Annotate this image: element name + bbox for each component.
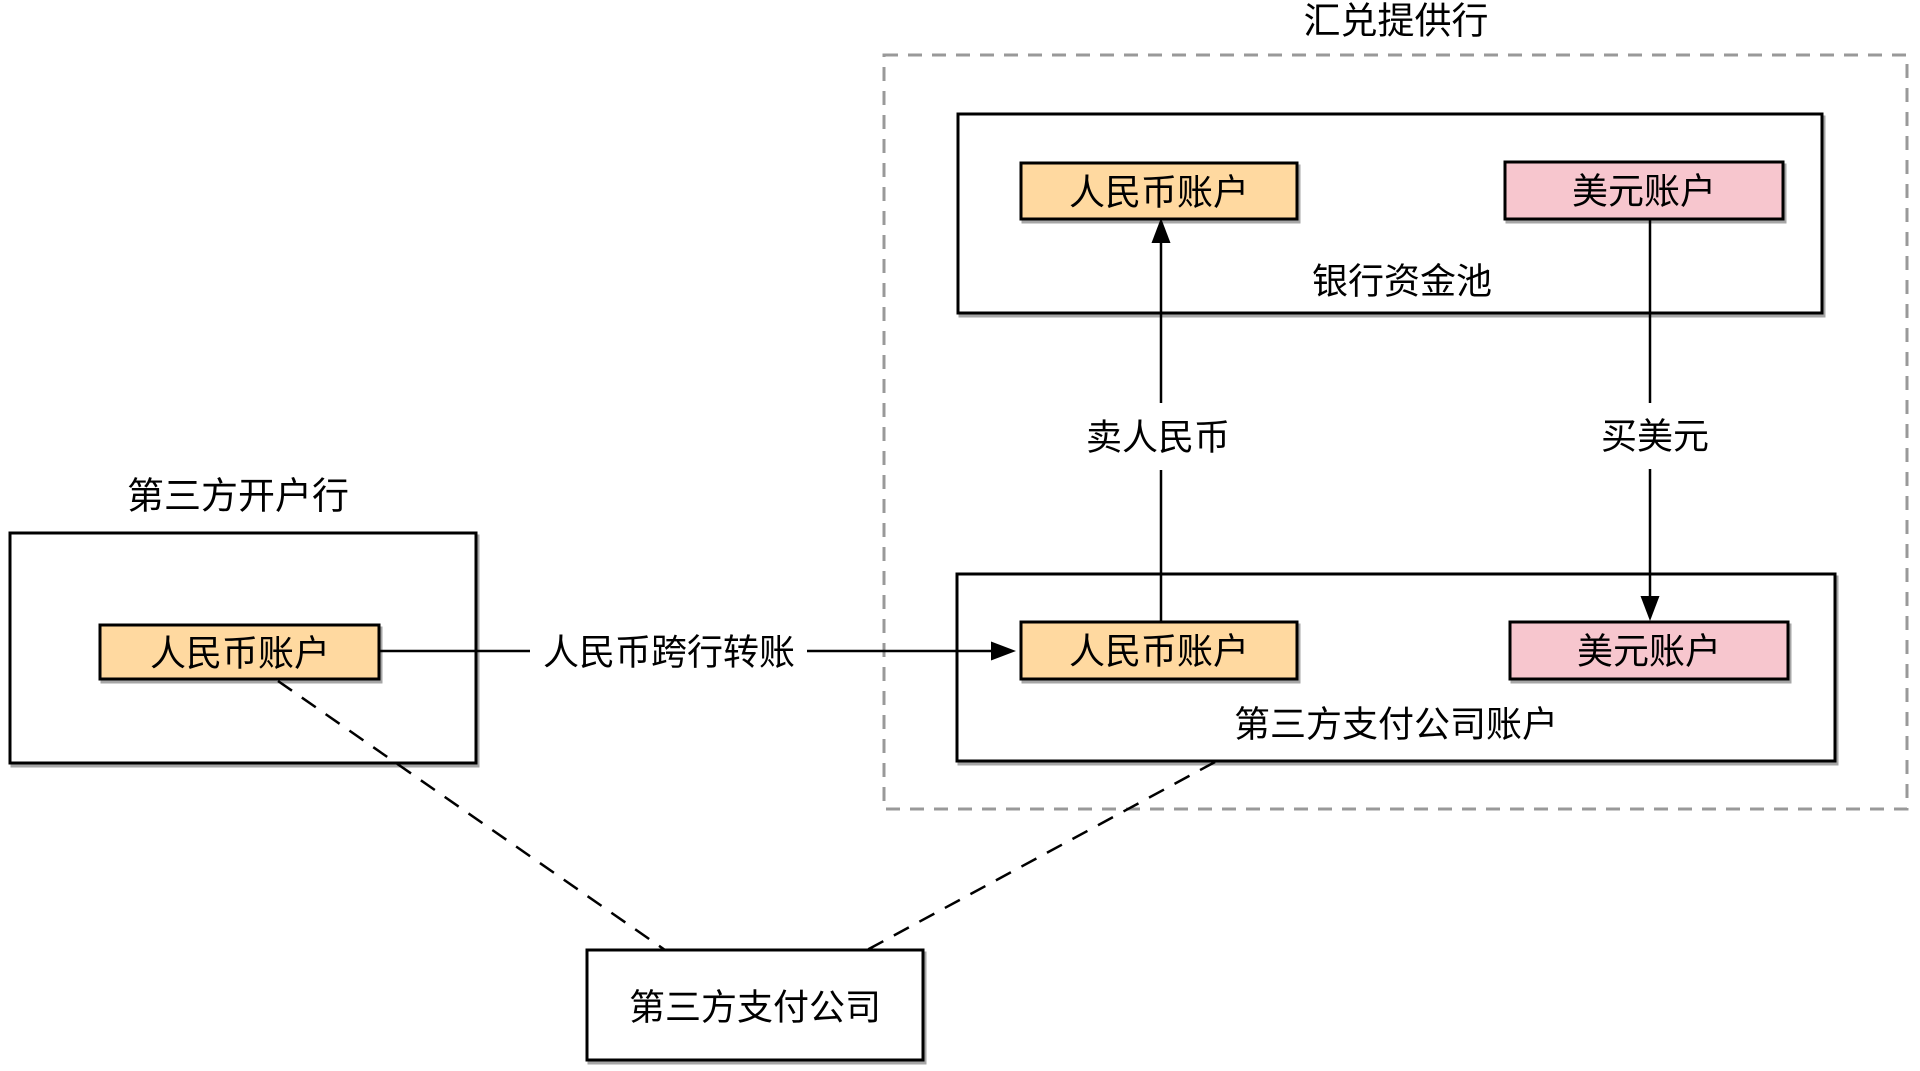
payment-rmb-account-label: 人民币账户 <box>1069 631 1249 672</box>
pool-usd-account-box <box>1503 160 1785 221</box>
bank-rmb-account-box <box>98 623 381 681</box>
ownership-dashed-line-left <box>277 679 666 952</box>
transfer-arrowhead <box>991 641 1016 661</box>
pool-rmb-account-label: 人民币账户 <box>1069 172 1249 213</box>
exchange-bank-title: 汇兑提供行 <box>1304 1 1489 42</box>
buy-usd-arrow <box>1640 219 1660 621</box>
third-party-bank-title: 第三方开户行 <box>127 476 349 517</box>
payment-usd-account-label: 美元账户 <box>1577 631 1721 672</box>
bank-pool-label: 银行资金池 <box>1312 261 1492 302</box>
ownership-dashed-line-right <box>866 760 1216 952</box>
pool-rmb-account-box <box>1019 161 1299 221</box>
payment-usd-account-box <box>1508 620 1790 681</box>
payment-rmb-account-box <box>1019 620 1299 681</box>
exchange-bank-boundary <box>882 53 1909 811</box>
pool-usd-account-label: 美元账户 <box>1572 171 1716 212</box>
sell-rmb-label: 卖人民币 <box>1086 417 1230 458</box>
transfer-arrow <box>379 641 1016 661</box>
bank-rmb-account-label: 人民币账户 <box>150 633 330 674</box>
payment-company-label: 第三方支付公司 <box>629 987 881 1028</box>
sell-rmb-arrowhead <box>1151 218 1171 243</box>
payment-accounts-label: 第三方支付公司账户 <box>1234 704 1558 745</box>
transfer-label: 人民币跨行转账 <box>543 632 795 673</box>
buy-usd-arrowhead <box>1640 596 1660 621</box>
payment-company-box <box>585 948 925 1062</box>
buy-usd-label: 买美元 <box>1601 416 1709 457</box>
sell-rmb-arrow <box>1151 218 1171 622</box>
